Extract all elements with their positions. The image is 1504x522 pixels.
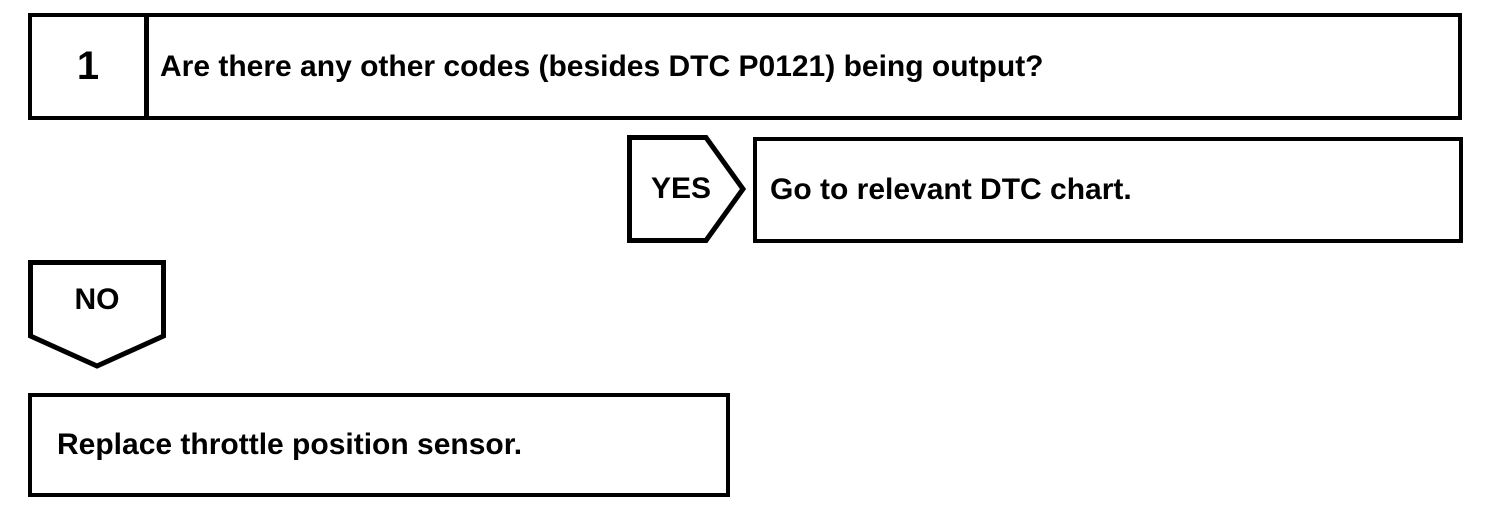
- yes-label: YES: [650, 172, 712, 205]
- yes-action-box: Go to relevant DTC chart.: [753, 137, 1463, 243]
- no-label: NO: [74, 283, 120, 316]
- step-number: 1: [32, 17, 149, 116]
- step-question-text: Are there any other codes (besides DTC P…: [160, 49, 1044, 83]
- no-action-box: Replace throttle position sensor.: [28, 393, 730, 497]
- yes-branch-tag: YES: [627, 135, 746, 243]
- yes-pentagon-right-arrow-shape: [627, 135, 746, 243]
- yes-action-text: Go to relevant DTC chart.: [770, 173, 1132, 206]
- step-question-box: 1 Are there any other codes (besides DTC…: [28, 13, 1462, 120]
- no-pentagon-down-arrow-shape: [28, 260, 166, 369]
- no-branch-tag: NO: [28, 260, 166, 369]
- no-action-text: Replace throttle position sensor.: [57, 428, 523, 461]
